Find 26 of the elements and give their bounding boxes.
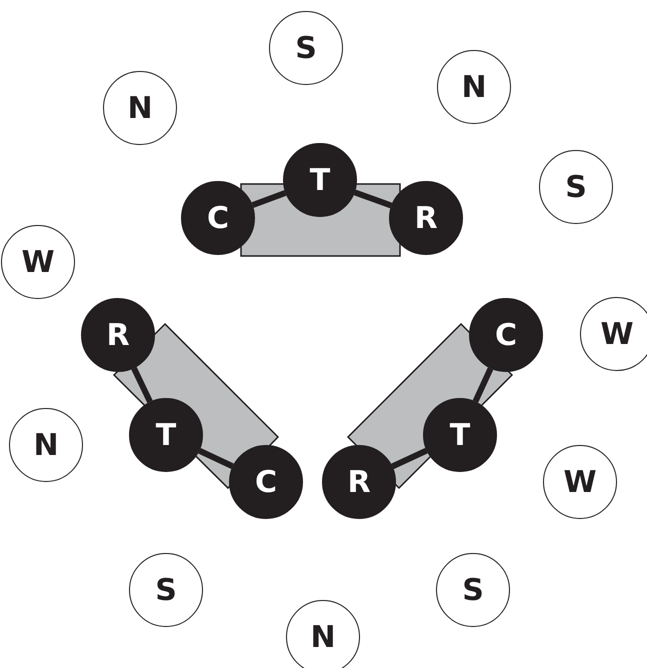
filled-letter-circle: R — [322, 445, 396, 519]
letter-circle: W — [543, 445, 617, 519]
filled-letter-circle: T — [283, 143, 357, 217]
letter-circle: S — [129, 553, 203, 627]
filled-letter-circle: C — [229, 445, 303, 519]
connector-line — [354, 190, 392, 208]
letter-circle: S — [269, 11, 343, 85]
filled-letter-circle: T — [423, 398, 497, 472]
letter-circle: N — [103, 71, 177, 145]
connector-line — [391, 448, 428, 470]
letter-circle: N — [286, 600, 360, 668]
filled-letter-circle: R — [389, 181, 463, 255]
connector-line — [472, 367, 494, 403]
connector-line — [252, 190, 286, 208]
connector-line — [198, 448, 234, 469]
letter-circle: N — [9, 408, 83, 482]
filled-letter-circle: R — [81, 298, 155, 372]
letter-circle: S — [436, 553, 510, 627]
connector-line — [131, 367, 153, 403]
letter-circle: W — [580, 297, 647, 371]
filled-letter-circle: C — [469, 298, 543, 372]
letter-circle: W — [1, 225, 75, 299]
letter-circle: S — [539, 150, 613, 224]
filled-letter-circle: T — [129, 398, 203, 472]
filled-letter-circle: C — [181, 181, 255, 255]
letter-circle: N — [437, 50, 511, 124]
